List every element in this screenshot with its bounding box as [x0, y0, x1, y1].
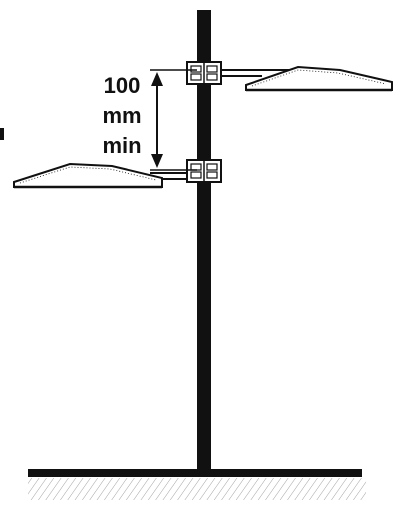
- vertical-pole: [197, 10, 211, 472]
- ground-hatch: [28, 478, 366, 500]
- dimension-qualifier: min: [102, 133, 141, 158]
- edge-tick-mark: [0, 128, 4, 140]
- dimension-unit: mm: [102, 103, 141, 128]
- bracket-clamp-icon: [186, 61, 222, 85]
- dimension-value: 100: [104, 73, 141, 98]
- dimension-arrow: [151, 72, 163, 168]
- lower-tray: [13, 162, 163, 189]
- upper-tray: [245, 65, 393, 92]
- bracket-clamp-icon: [186, 159, 222, 183]
- ground-bar: [28, 469, 362, 477]
